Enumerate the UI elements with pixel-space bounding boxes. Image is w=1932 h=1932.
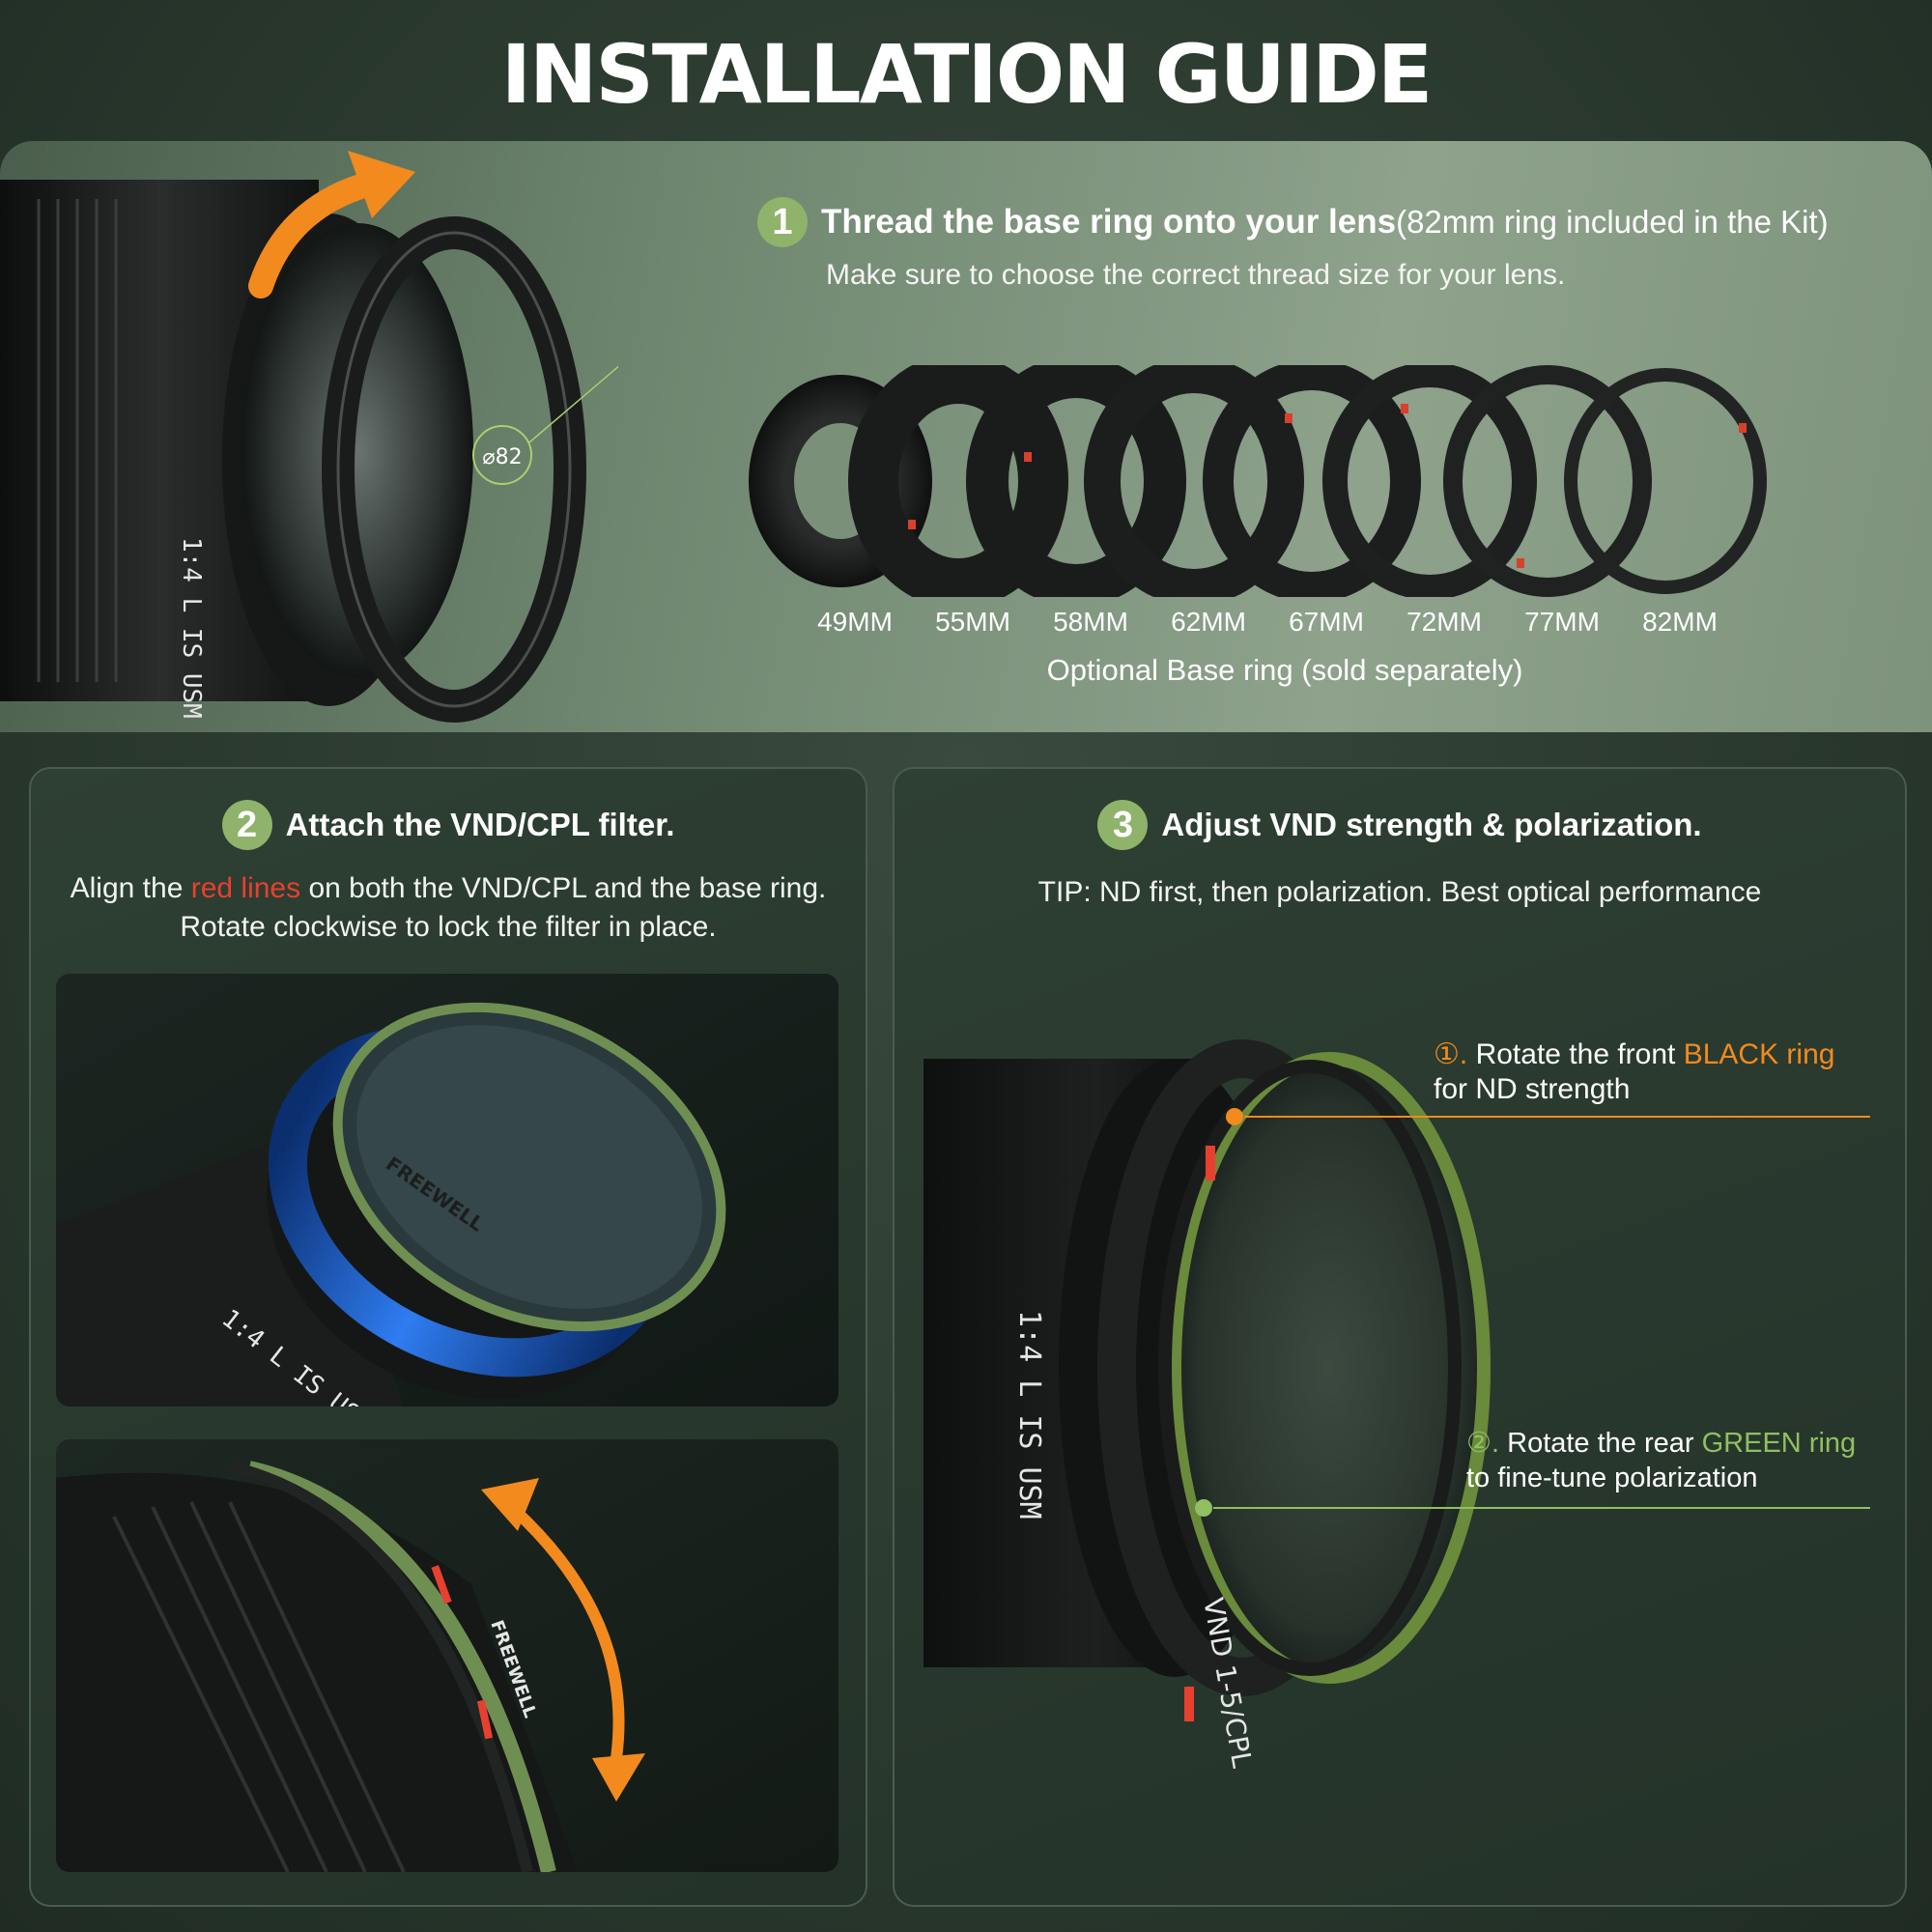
step3-badge: 3 bbox=[1097, 800, 1149, 850]
step2-desc-start: Align the bbox=[70, 872, 191, 904]
size-label-77: 77MM bbox=[1524, 607, 1600, 637]
vnd-filter-adjust-image: 1:4 L IS USM VND 1-5/CPL bbox=[923, 1039, 1870, 1771]
step1-description: Make sure to choose the correct thread s… bbox=[826, 259, 1566, 291]
ring-58 bbox=[966, 365, 1186, 597]
size-label-58: 58MM bbox=[1053, 607, 1128, 637]
step1-panel: 1:4 L IS USM ⌀82 1 Thread the base ring o… bbox=[0, 141, 1932, 732]
arrow-head-icon bbox=[348, 151, 415, 218]
lens-marking: 1:4 L IS USM bbox=[1012, 1310, 1046, 1520]
step3-heading: 3 Adjust VND strength & polarization. bbox=[895, 800, 1905, 850]
callout-black-ring: ①. Rotate the front BLACK ring for ND st… bbox=[1434, 1037, 1839, 1107]
callout2-highlight: GREEN ring bbox=[1701, 1428, 1857, 1459]
step2-badge: 2 bbox=[221, 800, 272, 850]
black-ring-marker bbox=[1226, 1108, 1243, 1125]
callout2-text-start: Rotate the rear bbox=[1499, 1428, 1702, 1459]
callout1-text-end: for ND strength bbox=[1434, 1073, 1631, 1105]
step3-tip: TIP: ND first, then polarization. Best o… bbox=[1037, 876, 1762, 908]
callout1-number: ①. bbox=[1434, 1038, 1468, 1070]
step2-title: Attach the VND/CPL filter. bbox=[285, 807, 675, 842]
arrow-down-icon bbox=[592, 1753, 645, 1802]
size-label-82: 82MM bbox=[1642, 607, 1718, 637]
callout2-number: ②. bbox=[1466, 1428, 1500, 1459]
ring-62 bbox=[1084, 365, 1304, 597]
filter-attach-image: 1:4 L IS USM FREEWELL bbox=[56, 974, 838, 1406]
lens-with-base-ring-image: 1:4 L IS USM ⌀82 bbox=[0, 151, 618, 723]
size-label-62: 62MM bbox=[1171, 607, 1246, 637]
ring-55 bbox=[848, 365, 1068, 597]
callout1-text-start: Rotate the front bbox=[1467, 1038, 1684, 1070]
step3-title: Adjust VND strength & polarization. bbox=[1161, 807, 1702, 842]
step3-panel: 3 Adjust VND strength & polarization. TIP… bbox=[893, 767, 1907, 1907]
callout2-text-end: to fine-tune polarization bbox=[1466, 1463, 1758, 1493]
step2-panel: 2 Attach the VND/CPL filter. Align the re… bbox=[29, 767, 867, 1907]
lens-marking: 1:4 L IS USM bbox=[177, 537, 206, 719]
step2-desc-red-lines: red lines bbox=[190, 872, 301, 904]
size-label-67: 67MM bbox=[1289, 607, 1364, 637]
optional-base-ring-note: Optional Base ring (sold separately) bbox=[1046, 653, 1523, 687]
filter-rotate-image: FREEWELL bbox=[56, 1439, 838, 1872]
step2-desc-end: on both the VND/CPL and the base ring. R… bbox=[180, 872, 827, 943]
step2-heading: 2 Attach the VND/CPL filter. bbox=[31, 800, 866, 850]
arrow-up-icon bbox=[481, 1478, 539, 1531]
callout-green-ring: ②. Rotate the rear GREEN ring to fine-tu… bbox=[1466, 1426, 1872, 1495]
step1-note: (82mm ring included in the Kit) bbox=[1396, 204, 1829, 240]
step1-heading: 1 Thread the base ring onto your lens(82m… bbox=[757, 197, 1917, 247]
page-title: INSTALLATION GUIDE bbox=[500, 27, 1433, 122]
size-label-72: 72MM bbox=[1406, 607, 1482, 637]
size-label-55: 55MM bbox=[935, 607, 1010, 637]
ring-77 bbox=[1443, 365, 1652, 597]
step2-description: Align the red lines on both the VND/CPL … bbox=[31, 869, 866, 947]
ring-67 bbox=[1203, 365, 1421, 597]
ring-72 bbox=[1322, 365, 1537, 597]
step1-title: Thread the base ring onto your lens bbox=[821, 203, 1397, 241]
green-ring-marker bbox=[1195, 1499, 1212, 1517]
callout1-highlight: BLACK ring bbox=[1683, 1038, 1835, 1070]
step1-badge: 1 bbox=[757, 197, 808, 247]
ring-size-labels: 49MM 55MM 58MM 62MM 67MM 72MM 77MM 82MM bbox=[802, 607, 1758, 645]
size-label-49: 49MM bbox=[817, 607, 893, 637]
base-rings-image bbox=[749, 365, 1767, 597]
rotate-double-arrow bbox=[497, 1492, 625, 1759]
ring-size-mark: ⌀82 bbox=[482, 445, 522, 469]
ring-82 bbox=[1564, 368, 1767, 594]
